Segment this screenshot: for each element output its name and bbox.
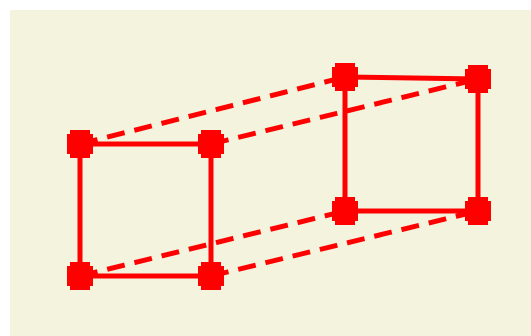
vertex-front-top-right	[198, 130, 224, 158]
vertex-front-top-left	[67, 130, 93, 158]
edge-bottom-right-depth	[210, 208, 479, 279]
back-face	[342, 74, 481, 214]
edge-top-right-depth	[210, 76, 479, 147]
front-face	[77, 141, 214, 279]
vertex-back-bottom-right	[465, 197, 491, 225]
edge-bottom-left-depth	[79, 208, 346, 279]
vertex-back-bottom-left	[332, 197, 358, 225]
vertex-back-top-left	[332, 63, 358, 91]
depth-edges	[79, 74, 479, 279]
drawing-canvas	[10, 10, 531, 336]
wireframe-cuboid	[10, 10, 531, 336]
edge-back-top	[344, 74, 479, 82]
vertices	[67, 63, 491, 290]
vertex-back-top-right	[465, 65, 491, 93]
canvas-background	[10, 10, 531, 336]
vertex-front-bottom-left	[67, 262, 93, 290]
vertex-front-bottom-right	[198, 262, 224, 290]
edge-top-left-depth	[79, 74, 346, 147]
